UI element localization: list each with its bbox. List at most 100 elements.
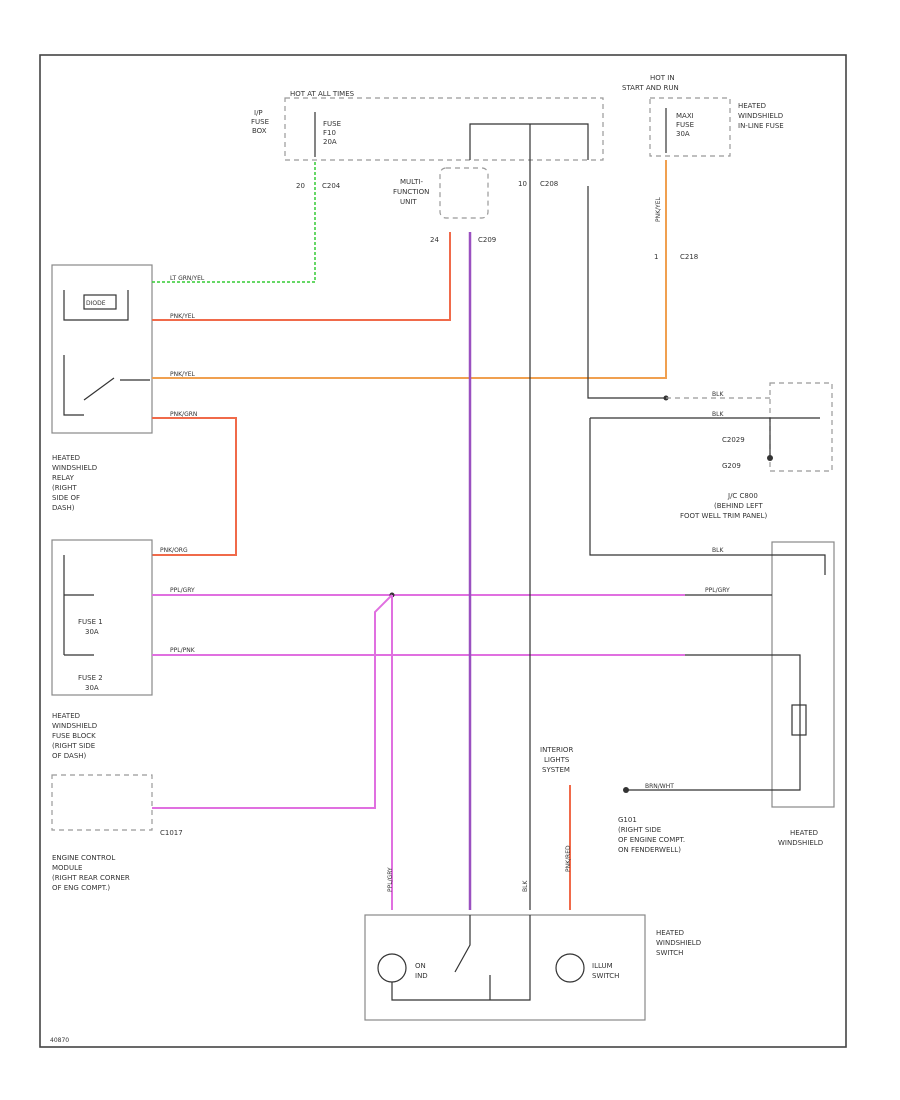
svg-text:FUSE: FUSE	[251, 118, 269, 126]
inline-fuse-label: HEATED WINDSHIELD IN-LINE FUSE	[738, 102, 784, 130]
wire-pnk-yel-orange	[152, 160, 667, 379]
wire-ppl-gry-right-label: PPL/GRY	[705, 587, 730, 594]
svg-text:30A: 30A	[676, 130, 690, 138]
svg-text:MULTI-: MULTI-	[400, 178, 423, 186]
fuse-block-bus	[63, 555, 94, 656]
svg-text:HEATED: HEATED	[656, 929, 684, 937]
c204-pin: 20	[296, 182, 305, 190]
svg-text:FUSE: FUSE	[323, 120, 341, 128]
svg-text:OF DASH): OF DASH)	[52, 752, 87, 760]
g101-label: G101 (RIGHT SIDE OF ENGINE COMPT. ON FEN…	[618, 816, 685, 854]
c1017-label: C1017	[160, 829, 183, 837]
c218-name: C218	[680, 253, 698, 261]
wire-ppl-gry-ecm	[152, 594, 393, 809]
svg-text:(RIGHT SIDE: (RIGHT SIDE	[52, 742, 95, 750]
wire-ppl-gry-label: PPL/GRY	[170, 587, 195, 594]
svg-text:ILLUM: ILLUM	[592, 962, 613, 970]
svg-text:30A: 30A	[85, 684, 99, 692]
heated-windshield-relay	[51, 264, 153, 434]
heated-windshield-label: HEATED WINDSHIELD	[778, 829, 823, 847]
svg-text:(RIGHT SIDE: (RIGHT SIDE	[618, 826, 661, 834]
svg-text:F10: F10	[323, 129, 336, 137]
wire-c2029-ground	[590, 417, 820, 458]
wire-pnk-grn-label: PNK/GRN	[170, 411, 197, 418]
wire-g101-label: BRN/WHT	[645, 783, 674, 790]
svg-text:MODULE: MODULE	[52, 864, 82, 872]
g209-ground	[767, 455, 773, 461]
svg-text:G101: G101	[618, 816, 637, 824]
c204-name: C204	[322, 182, 341, 190]
svg-text:LIGHTS: LIGHTS	[544, 756, 570, 764]
switch-contacts	[391, 915, 531, 1001]
svg-text:20A: 20A	[323, 138, 337, 146]
svg-text:(RIGHT: (RIGHT	[52, 484, 77, 492]
heated-windshield-fuse-block	[51, 539, 153, 696]
svg-text:RELAY: RELAY	[52, 474, 75, 482]
multi-function-unit-label: MULTI- FUNCTION UNIT	[393, 178, 429, 206]
wire-c208-blk	[587, 186, 666, 399]
svg-text:FUSE 2: FUSE 2	[78, 674, 103, 682]
c218-pin: 1	[654, 253, 658, 261]
windshield-resistor	[791, 704, 807, 736]
svg-text:HEATED: HEATED	[52, 712, 80, 720]
ip-fuse-box-label: I/P FUSE BOX	[251, 109, 269, 135]
hot-at-all-times-label: HOT AT ALL TIMES	[290, 90, 355, 98]
figure-id: 40870	[50, 1037, 69, 1044]
heated-ws-switch-label: HEATED WINDSHIELD SWITCH	[656, 929, 701, 957]
fuse-f10-label: FUSE F10 20A	[323, 120, 341, 146]
svg-text:FUSE: FUSE	[676, 121, 694, 129]
svg-text:(RIGHT REAR CORNER: (RIGHT REAR CORNER	[52, 874, 130, 882]
svg-text:IND: IND	[415, 972, 428, 980]
wire-pnk-grn	[152, 417, 237, 556]
svg-text:SWITCH: SWITCH	[592, 972, 619, 980]
svg-text:ENGINE CONTROL: ENGINE CONTROL	[52, 854, 115, 862]
windshield-grid	[685, 554, 826, 791]
wire-pnk-yel2-label: PNK/YEL	[170, 371, 196, 378]
svg-text:FUSE BLOCK: FUSE BLOCK	[52, 732, 96, 740]
wire-ppl-pnk-label: PPL/PNK	[170, 647, 196, 654]
illum-switch-label: ILLUM SWITCH	[592, 962, 619, 980]
svg-text:HEATED: HEATED	[790, 829, 818, 837]
multi-function-unit	[439, 167, 489, 219]
svg-text:HEATED: HEATED	[738, 102, 766, 110]
wire-vio-v-label: PPL/GRY	[387, 867, 394, 892]
g209-label: G209	[722, 462, 741, 470]
svg-text:WINDSHIELD: WINDSHIELD	[656, 939, 701, 947]
svg-text:SIDE OF: SIDE OF	[52, 494, 80, 502]
wire-lt-grn-label: LT GRN/YEL	[170, 275, 205, 282]
svg-text:IN-LINE FUSE: IN-LINE FUSE	[738, 122, 784, 130]
svg-text:BOX: BOX	[252, 127, 267, 135]
c209-pin: 24	[430, 236, 439, 244]
c209-name: C209	[478, 236, 496, 244]
svg-text:30A: 30A	[85, 628, 99, 636]
interior-lights-label: INTERIOR LIGHTS SYSTEM	[540, 746, 573, 774]
wire-blk4-label: BLK	[712, 547, 724, 554]
relay-coil	[83, 294, 117, 310]
on-ind-label: ON IND	[415, 962, 428, 980]
mfu-supply-line	[469, 123, 589, 160]
diagram-frame	[39, 54, 847, 1048]
jc-c800-label: J/C C800 (BEHIND LEFT FOOT WELL TRIM PAN…	[680, 492, 768, 520]
svg-text:HEATED: HEATED	[52, 454, 80, 462]
svg-text:WINDSHIELD: WINDSHIELD	[52, 722, 97, 730]
svg-text:SYSTEM: SYSTEM	[542, 766, 570, 774]
relay-switch	[63, 355, 150, 416]
wire-blk2-label: BLK	[712, 411, 724, 418]
svg-text:MAXI: MAXI	[676, 112, 694, 120]
illum-lamp	[555, 953, 585, 983]
hot-run-label: HOT IN	[650, 74, 675, 82]
svg-text:FUSE 1: FUSE 1	[78, 618, 103, 626]
svg-text:WINDSHIELD: WINDSHIELD	[778, 839, 823, 847]
wire-blk1-label: BLK	[712, 391, 724, 398]
svg-text:FOOT WELL TRIM PANEL): FOOT WELL TRIM PANEL)	[680, 512, 768, 520]
wire-pnk-yel-top	[152, 232, 451, 321]
heated-windshield-switch	[364, 914, 646, 1021]
fuse-1-label: FUSE 1 30A	[78, 618, 103, 636]
c208-name: C208	[540, 180, 558, 188]
c2029-connector	[769, 382, 833, 472]
wire-lt-grn	[152, 160, 316, 283]
engine-control-module	[51, 774, 153, 831]
relay-coil-branch	[63, 290, 129, 321]
svg-text:J/C C800: J/C C800	[727, 492, 758, 500]
svg-text:FUNCTION: FUNCTION	[393, 188, 429, 196]
